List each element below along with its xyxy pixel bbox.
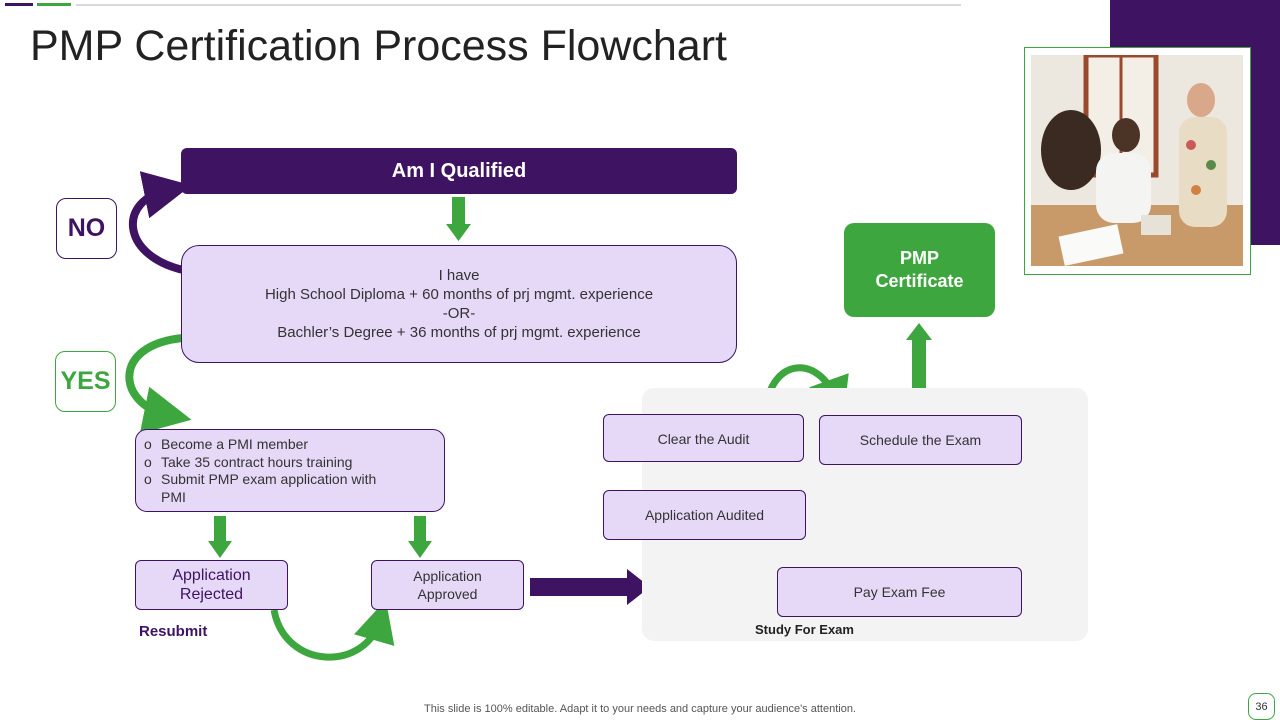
slide-title: PMP Certification Process Flowchart bbox=[30, 22, 727, 70]
arrow-header-to-qualification bbox=[446, 197, 471, 241]
clear-the-audit-text: Clear the Audit bbox=[657, 431, 750, 447]
application-rejected-text: Application Rejected bbox=[172, 567, 251, 603]
arrow-steps-to-rejected bbox=[208, 516, 232, 558]
no-tag: NO bbox=[56, 198, 117, 259]
application-audited-box: Application Audited bbox=[603, 490, 806, 540]
top-divider bbox=[76, 4, 961, 6]
step-item: Submit PMP exam application with PMI bbox=[144, 471, 401, 506]
qualification-line-2: High School Diploma + 60 months of prj m… bbox=[264, 286, 654, 303]
certificate-line-1: PMP bbox=[899, 248, 939, 268]
am-i-qualified-header: Am I Qualified bbox=[181, 148, 737, 194]
am-i-qualified-text: Am I Qualified bbox=[391, 159, 527, 182]
qualification-line-3: -OR- bbox=[442, 305, 476, 322]
application-approved-text: Application Approved bbox=[413, 568, 482, 602]
arrow-yes-loop bbox=[125, 334, 192, 434]
step-item: Become a PMI member bbox=[144, 436, 401, 454]
pay-exam-fee-text: Pay Exam Fee bbox=[853, 584, 946, 600]
steps-list: Become a PMI member Take 35 contract hou… bbox=[144, 436, 444, 506]
arrow-no-loop bbox=[129, 171, 192, 274]
footer-note: This slide is 100% editable. Adapt it to… bbox=[424, 703, 856, 715]
study-for-exam-label: Study For Exam bbox=[755, 622, 854, 637]
arrow-resubmit-curve bbox=[270, 599, 395, 661]
step-item: Take 35 contract hours training bbox=[144, 454, 401, 472]
application-rejected-box: Application Rejected bbox=[135, 560, 288, 610]
page-number: 36 bbox=[1255, 700, 1268, 713]
qualification-line-4: Bachler’s Degree + 36 months of prj mgmt… bbox=[277, 324, 641, 341]
application-approved-box: Application Approved bbox=[371, 560, 524, 610]
qualification-line-1: I have bbox=[438, 267, 480, 284]
certificate-line-2: Certificate bbox=[875, 271, 964, 291]
pay-exam-fee-box: Pay Exam Fee bbox=[777, 567, 1022, 617]
top-accent-purple bbox=[5, 3, 33, 6]
team-meeting-photo bbox=[1031, 55, 1243, 266]
top-accent-green bbox=[37, 3, 71, 6]
pmp-certificate-box: PMP Certificate bbox=[844, 223, 995, 317]
schedule-the-exam-box: Schedule the Exam bbox=[819, 415, 1022, 465]
no-label: NO bbox=[67, 214, 106, 242]
schedule-the-exam-text: Schedule the Exam bbox=[859, 432, 982, 448]
arrow-steps-to-approved bbox=[408, 516, 432, 558]
clear-the-audit-box: Clear the Audit bbox=[603, 414, 804, 462]
page-number-badge: 36 bbox=[1248, 693, 1275, 720]
application-audited-text: Application Audited bbox=[644, 507, 765, 523]
qualification-box: I have High School Diploma + 60 months o… bbox=[181, 245, 737, 363]
steps-box: Become a PMI member Take 35 contract hou… bbox=[135, 429, 445, 512]
resubmit-label: Resubmit bbox=[139, 623, 208, 640]
yes-tag: YES bbox=[55, 351, 116, 412]
arrow-approved-to-study bbox=[530, 569, 650, 605]
yes-label: YES bbox=[60, 367, 111, 395]
